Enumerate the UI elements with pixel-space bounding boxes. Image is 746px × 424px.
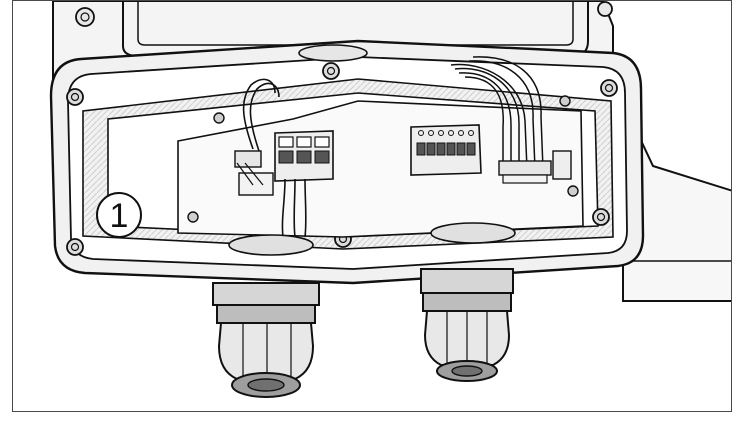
- terminal-block-right: [410, 124, 482, 176]
- terminal-block-left: [274, 130, 334, 182]
- cable-gland-right: [420, 268, 514, 382]
- wires-left: [242, 78, 307, 238]
- screw-icon: [187, 211, 199, 223]
- screw-icon: [66, 88, 84, 106]
- screw-icon: [567, 185, 579, 197]
- ribbon-wires-right: [450, 56, 544, 170]
- screw-icon: [597, 1, 613, 17]
- figure-frame: 1: [12, 0, 732, 412]
- screw-icon: [322, 62, 340, 80]
- connector-right: [498, 150, 572, 184]
- gland-openings: [228, 44, 516, 256]
- connector-left: [234, 150, 274, 196]
- cable-gland-left: [212, 282, 320, 398]
- junction-box-illustration: 1: [49, 1, 731, 398]
- screw-icon: [213, 112, 225, 124]
- screw-icon: [592, 208, 610, 226]
- screw-icon: [600, 79, 618, 97]
- callout-label: 1: [110, 197, 129, 235]
- screw-icon: [75, 7, 95, 27]
- screw-icon: [66, 238, 84, 256]
- screw-icon: [559, 95, 571, 107]
- callout-1: 1: [96, 192, 142, 238]
